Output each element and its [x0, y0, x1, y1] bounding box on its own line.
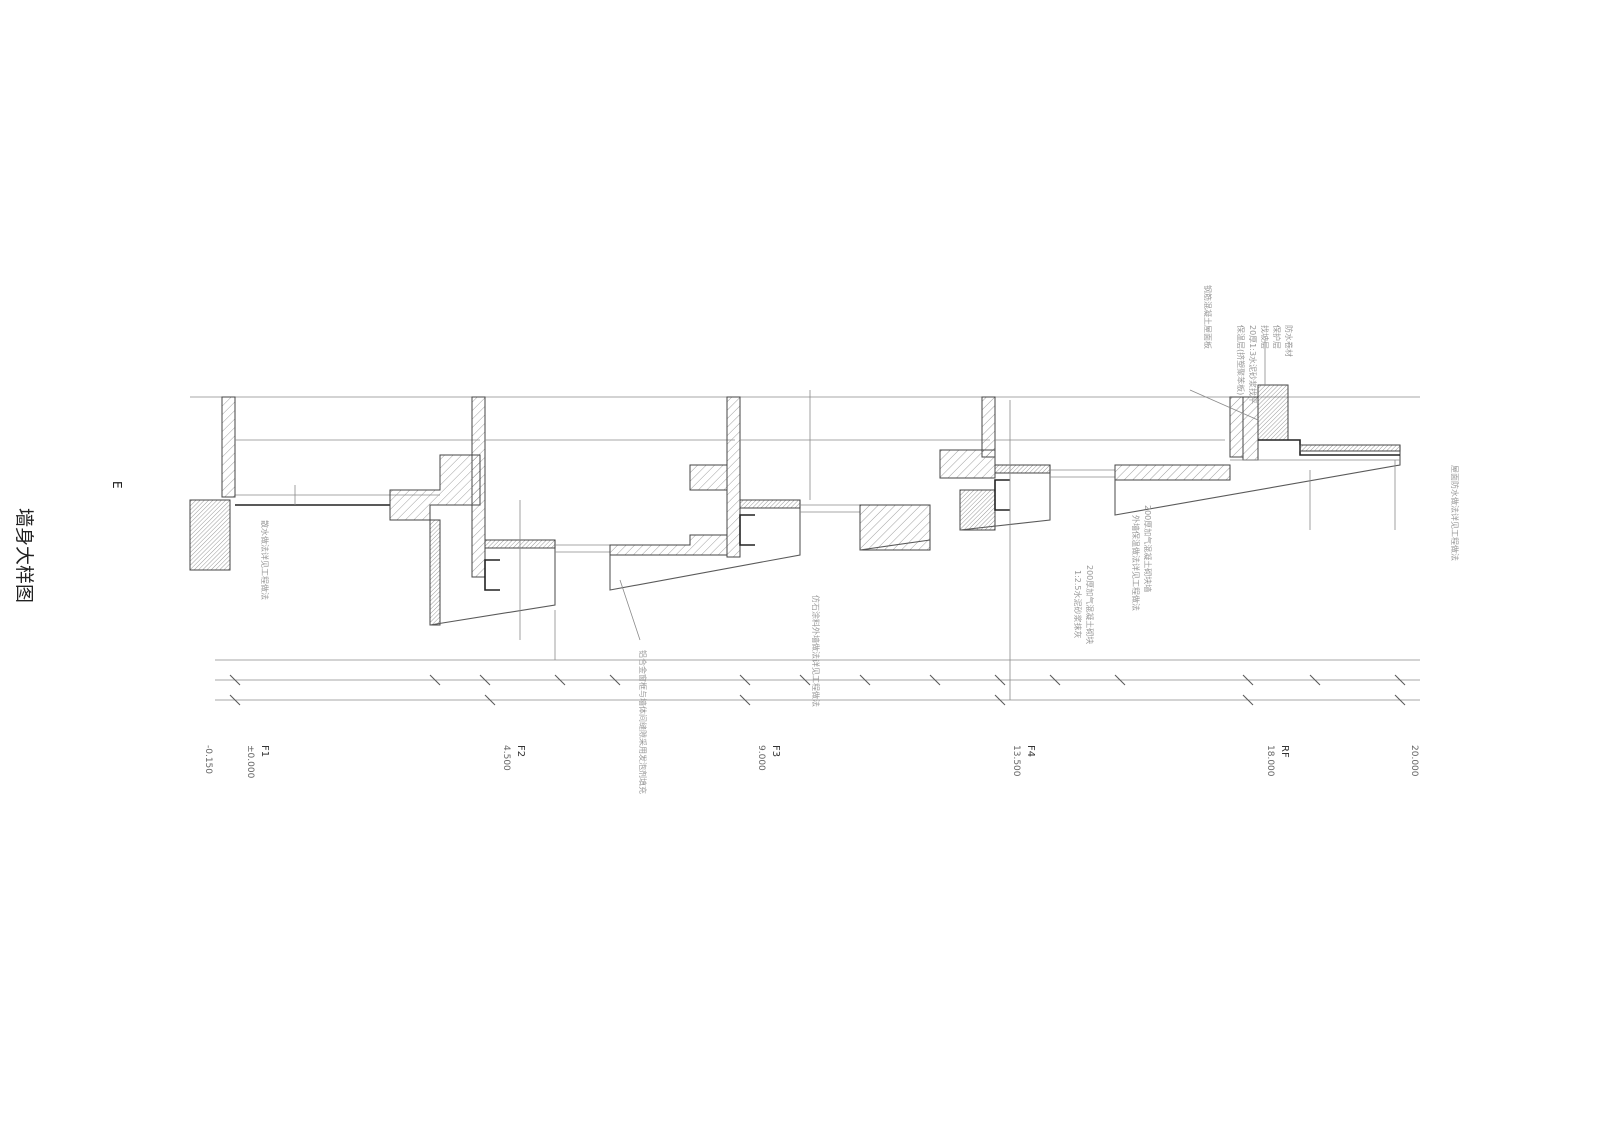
wall-segments — [221, 396, 1244, 578]
f3-note: 仿石涂料外墙做法详见工程做法 — [811, 595, 821, 707]
level-elevation-f2: 4.500 — [501, 745, 511, 771]
level-name-rf: RF — [1279, 745, 1290, 758]
level-sub-f1: -0.150 — [203, 745, 213, 774]
roof-note-4: 20厚1:3水泥砂浆找平 — [1248, 325, 1258, 404]
roof-note-5: 保温层(挤塑聚苯板) — [1236, 325, 1246, 395]
roof-label: 屋面防水做法详见工程做法 — [1450, 465, 1460, 561]
leader-lines — [294, 340, 1396, 700]
level-name-f4: F4 — [1025, 745, 1036, 757]
f1-note: 散水做法详见工程做法 — [260, 520, 270, 600]
drawing-title: 墙身大样图 — [13, 508, 35, 603]
section-mark: E — [110, 481, 124, 489]
f4-note: 200厚加气混凝土砌块 — [1085, 565, 1095, 644]
level-elevation-rf: 18.000 — [1265, 745, 1275, 777]
roof-note-6: 钢筋混凝土屋面板 — [1203, 285, 1213, 349]
level-elevation-f3: 9.000 — [756, 745, 766, 771]
level-elevation-top: 20.000 — [1409, 745, 1419, 777]
roof-note-1: 防水卷材 — [1284, 325, 1294, 357]
f4-note-2: 1:2.5水泥砂浆抹灰 — [1073, 570, 1083, 639]
ground-base — [189, 494, 440, 571]
f4-slab-detail — [859, 449, 1115, 551]
f3-slab-detail — [609, 464, 860, 591]
annotation-notes: 防水卷材 保护层 找坡层 20厚1:3水泥砂浆找平 保温层(挤塑聚苯板) 钢筋混… — [260, 285, 1460, 794]
roof-detail — [1114, 384, 1401, 516]
level-name-f1: F1 — [259, 745, 270, 757]
roof-note-3: 找坡层 — [1260, 325, 1270, 349]
f2-slab-detail — [389, 454, 610, 626]
dimension-lines — [215, 659, 1420, 706]
roof-note-2: 保护层 — [1272, 325, 1282, 349]
level-elevation-f4: 13.500 — [1011, 745, 1021, 777]
rf-note-2: 外墙保温做法详见工程做法 — [1131, 515, 1141, 611]
level-labels: F1 ±0.000 -0.150 F2 4.500 F3 9.000 F4 13… — [203, 745, 1419, 779]
level-elevation-f1: ±0.000 — [245, 745, 255, 779]
level-name-f3: F3 — [770, 745, 781, 757]
f2-note: 铝合金窗框与墙体间缝隙采用发泡剂填充 — [638, 650, 648, 794]
rf-note: 200厚加气混凝土砌块墙 — [1143, 505, 1153, 592]
level-name-f2: F2 — [515, 745, 526, 757]
